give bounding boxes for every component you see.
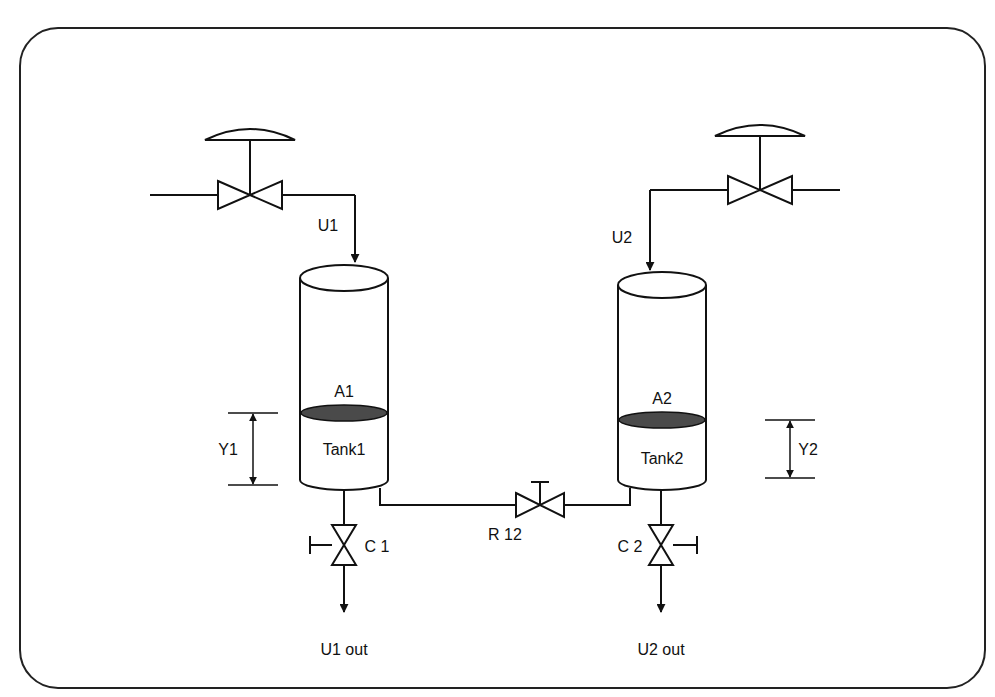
signal-label: U2 out — [637, 641, 684, 659]
signal-label: Y2 — [798, 441, 818, 459]
signal-label: U1 — [318, 217, 338, 235]
tank-wall — [300, 278, 388, 490]
connecting-valve — [516, 482, 564, 517]
control-valve — [650, 125, 840, 270]
frame — [20, 28, 985, 688]
signal-label: U1 out — [320, 641, 367, 659]
signal-label: U2 — [612, 229, 632, 247]
tank-wall — [618, 285, 706, 490]
area-label: A2 — [618, 390, 706, 408]
valve-label: R 12 — [485, 525, 525, 545]
liquid-surface — [301, 405, 387, 421]
outlet-valve — [310, 488, 356, 612]
tank-name: Tank1 — [300, 441, 388, 459]
liquid-surface — [619, 412, 705, 428]
signal-label: Y1 — [218, 441, 238, 459]
tank-top — [300, 265, 388, 291]
signal-label: C 1 — [365, 538, 390, 556]
tank: A2Tank2 — [618, 272, 706, 490]
tank: A1Tank1 — [300, 265, 388, 490]
outlet-valve — [649, 488, 697, 612]
tank-top — [618, 272, 706, 298]
control-valve — [150, 129, 355, 262]
connecting-pipe — [380, 488, 630, 505]
area-label: A1 — [300, 383, 388, 401]
signal-label: C 2 — [618, 538, 643, 556]
tank-name: Tank2 — [618, 450, 706, 468]
